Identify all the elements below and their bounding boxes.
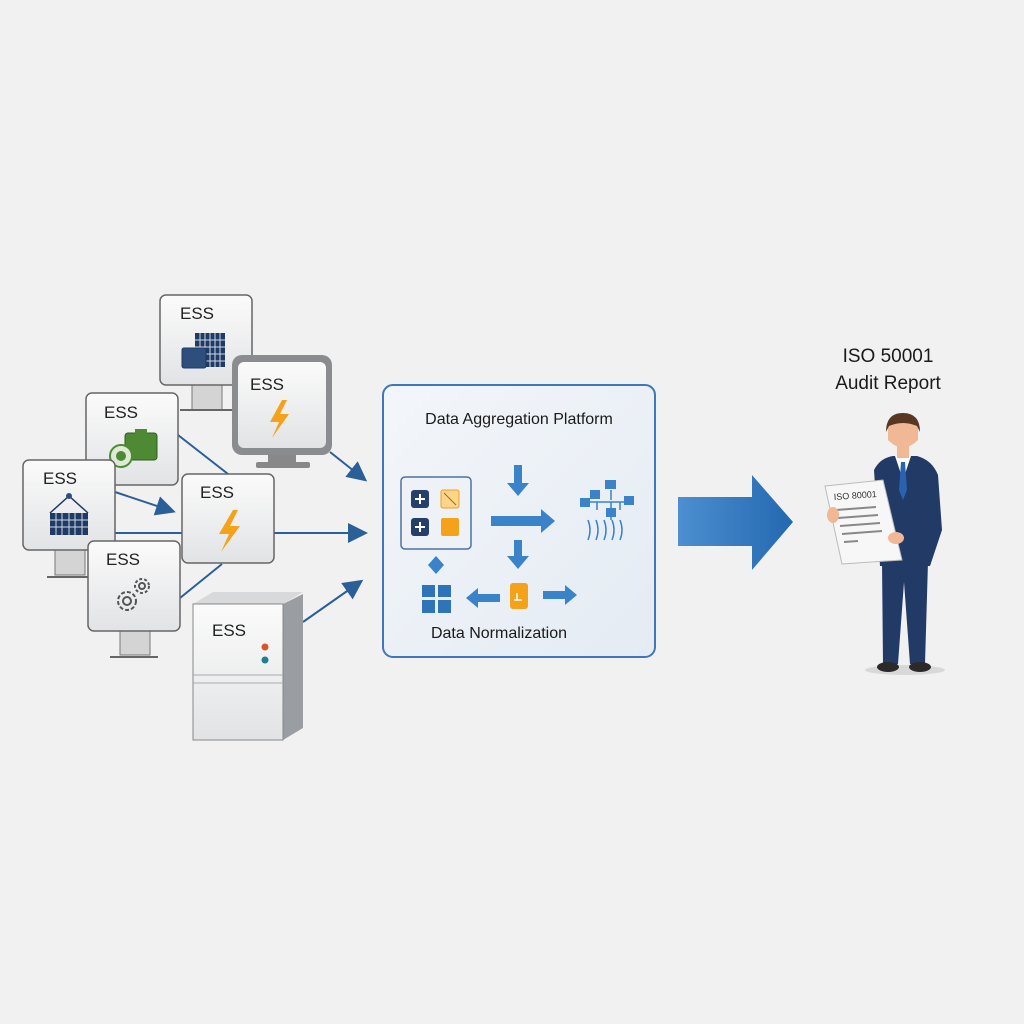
solar-array-icon (49, 493, 89, 535)
lightning-bolt-icon (270, 400, 289, 438)
flow-arrows (428, 465, 577, 608)
ess-label: ESS (43, 469, 77, 488)
auditor-person-icon: ISO 80001 (824, 413, 945, 675)
ess-unit-monitor: ESS (232, 355, 332, 468)
ess-unit-power: ESS (181, 473, 275, 564)
ess-unit-solar: ESS (159, 294, 253, 411)
ess-label: ESS (200, 483, 234, 502)
connector-arrow (302, 579, 364, 623)
battery-icon (109, 429, 158, 468)
connector-arrow (329, 451, 368, 482)
ess-unit-solar-array: ESS (22, 459, 116, 578)
status-led-red (261, 643, 269, 651)
platform-subtitle: Data Normalization (431, 625, 567, 642)
ess-label: ESS (106, 550, 140, 569)
connectors (114, 434, 368, 623)
ess-label: ESS (180, 304, 214, 323)
connector-line (179, 563, 223, 599)
solar-panel-icon (181, 333, 225, 369)
ess-unit-gears: ESS (87, 540, 181, 658)
document-icon (510, 583, 528, 609)
connector-line (177, 434, 229, 475)
report-title-line1: ISO 50001 (843, 346, 934, 367)
ess-label: ESS (212, 621, 246, 640)
platform-title: Data Aggregation Platform (425, 411, 613, 428)
ess-label: ESS (104, 403, 138, 422)
audit-document: ISO 80001 (824, 479, 903, 565)
document-label: ISO 80001 (833, 489, 877, 502)
ess-unit-cabinet: ESS (192, 592, 303, 741)
lightning-bolt-icon (219, 510, 240, 552)
data-aggregation-platform: Data Aggregation Platform (382, 384, 656, 658)
grid-windows-icon (422, 585, 451, 613)
status-led-teal (261, 656, 269, 664)
ess-label: ESS (250, 375, 284, 394)
report-title-line2: Audit Report (835, 373, 941, 394)
big-arrow-right (678, 475, 793, 570)
connector-arrow (114, 491, 176, 516)
input-icons-panel (400, 476, 472, 550)
gears-icon (117, 578, 150, 611)
network-hierarchy-icon (580, 480, 634, 541)
